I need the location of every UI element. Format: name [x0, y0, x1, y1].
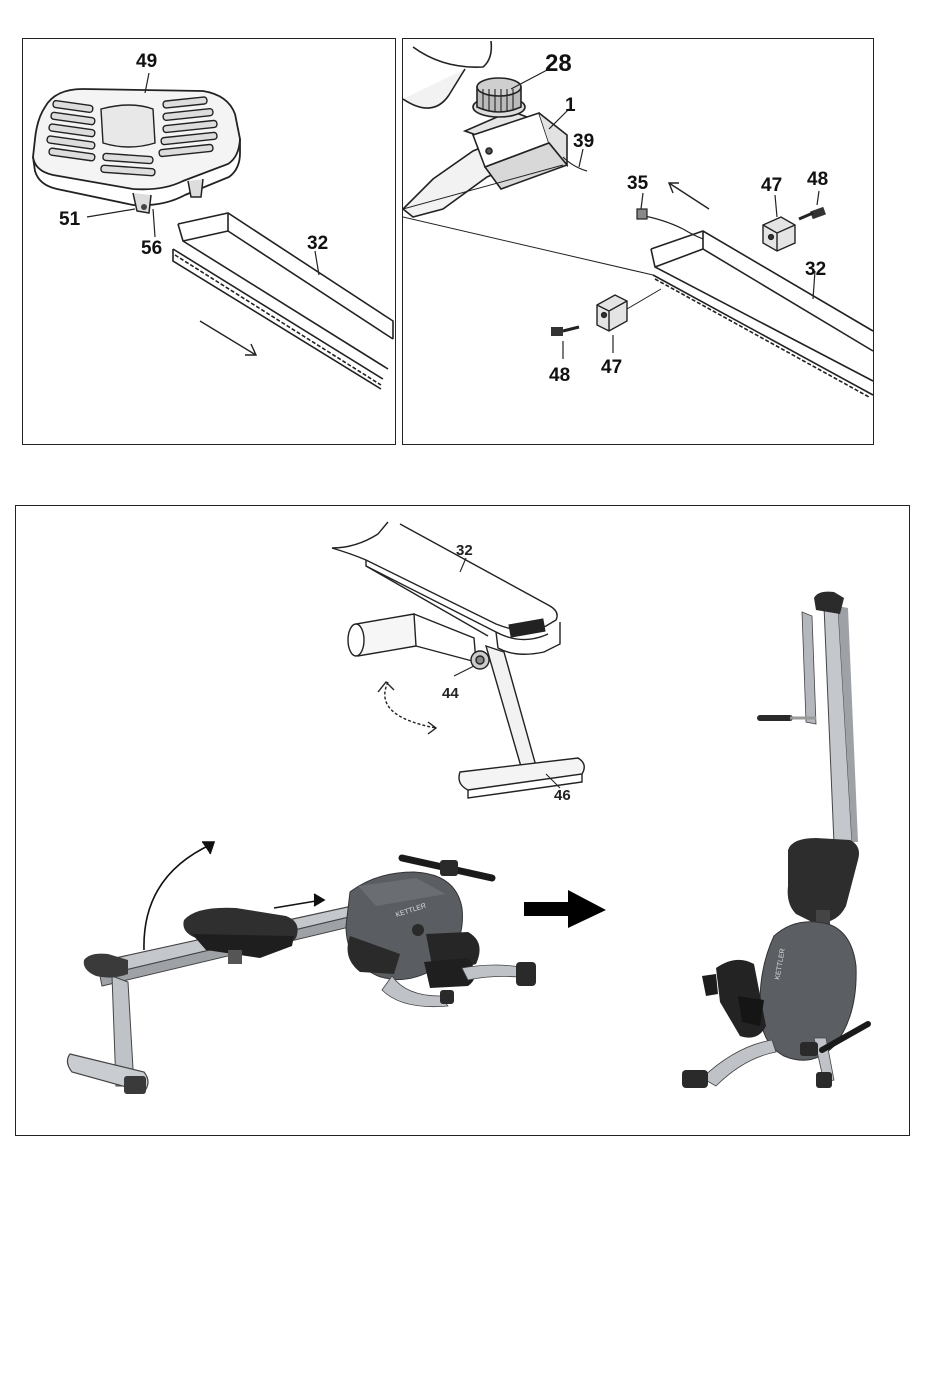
slide-direction-arrow	[200, 321, 256, 355]
label-cable: 39	[573, 131, 594, 152]
label-bracket: 56	[141, 238, 162, 259]
seat-part	[33, 89, 240, 213]
panel-folding: 32 44 46 KETTLER	[15, 505, 910, 1136]
transition-arrow	[524, 890, 606, 928]
label-rail: 32	[456, 542, 473, 559]
rowing-machine-folded: KETTLER	[682, 592, 868, 1088]
label-pivot: 44	[442, 685, 459, 702]
main-frame-part	[403, 41, 567, 217]
screw-bottom	[551, 327, 579, 336]
label-knob: 28	[545, 50, 572, 77]
end-cap-top	[763, 217, 795, 251]
label-screw-bottom: 48	[549, 365, 570, 386]
label-rail: 32	[805, 259, 826, 280]
label-seat: 49	[136, 51, 157, 72]
label-screw-top: 48	[807, 169, 828, 190]
folding-drawing: 32 44 46 KETTLER	[16, 506, 911, 1137]
rail-assembly-drawing: 28 1 39 35 47 48 32 48 47	[403, 39, 875, 446]
label-bolt: 51	[59, 209, 81, 230]
rail-part	[403, 165, 873, 397]
panel-seat-assembly: 49 51 56 32	[22, 38, 396, 445]
panel-rail-assembly: 28 1 39 35 47 48 32 48 47	[402, 38, 874, 445]
screw-top	[799, 207, 826, 219]
rail-part	[173, 213, 393, 389]
label-end-cap-bottom: 47	[601, 357, 622, 378]
insert-direction-arrow	[669, 183, 709, 209]
label-rail: 32	[307, 233, 328, 254]
seat-assembly-drawing: 49 51 56 32	[23, 39, 397, 446]
end-cap-bottom	[597, 289, 661, 331]
label-foot: 46	[554, 787, 571, 804]
label-end-cap-top: 47	[761, 175, 782, 196]
pivot-detail	[332, 522, 584, 798]
rowing-machine-unfolded: KETTLER	[67, 858, 536, 1094]
label-frame: 1	[565, 95, 576, 116]
label-sensor-wire: 35	[627, 173, 649, 194]
